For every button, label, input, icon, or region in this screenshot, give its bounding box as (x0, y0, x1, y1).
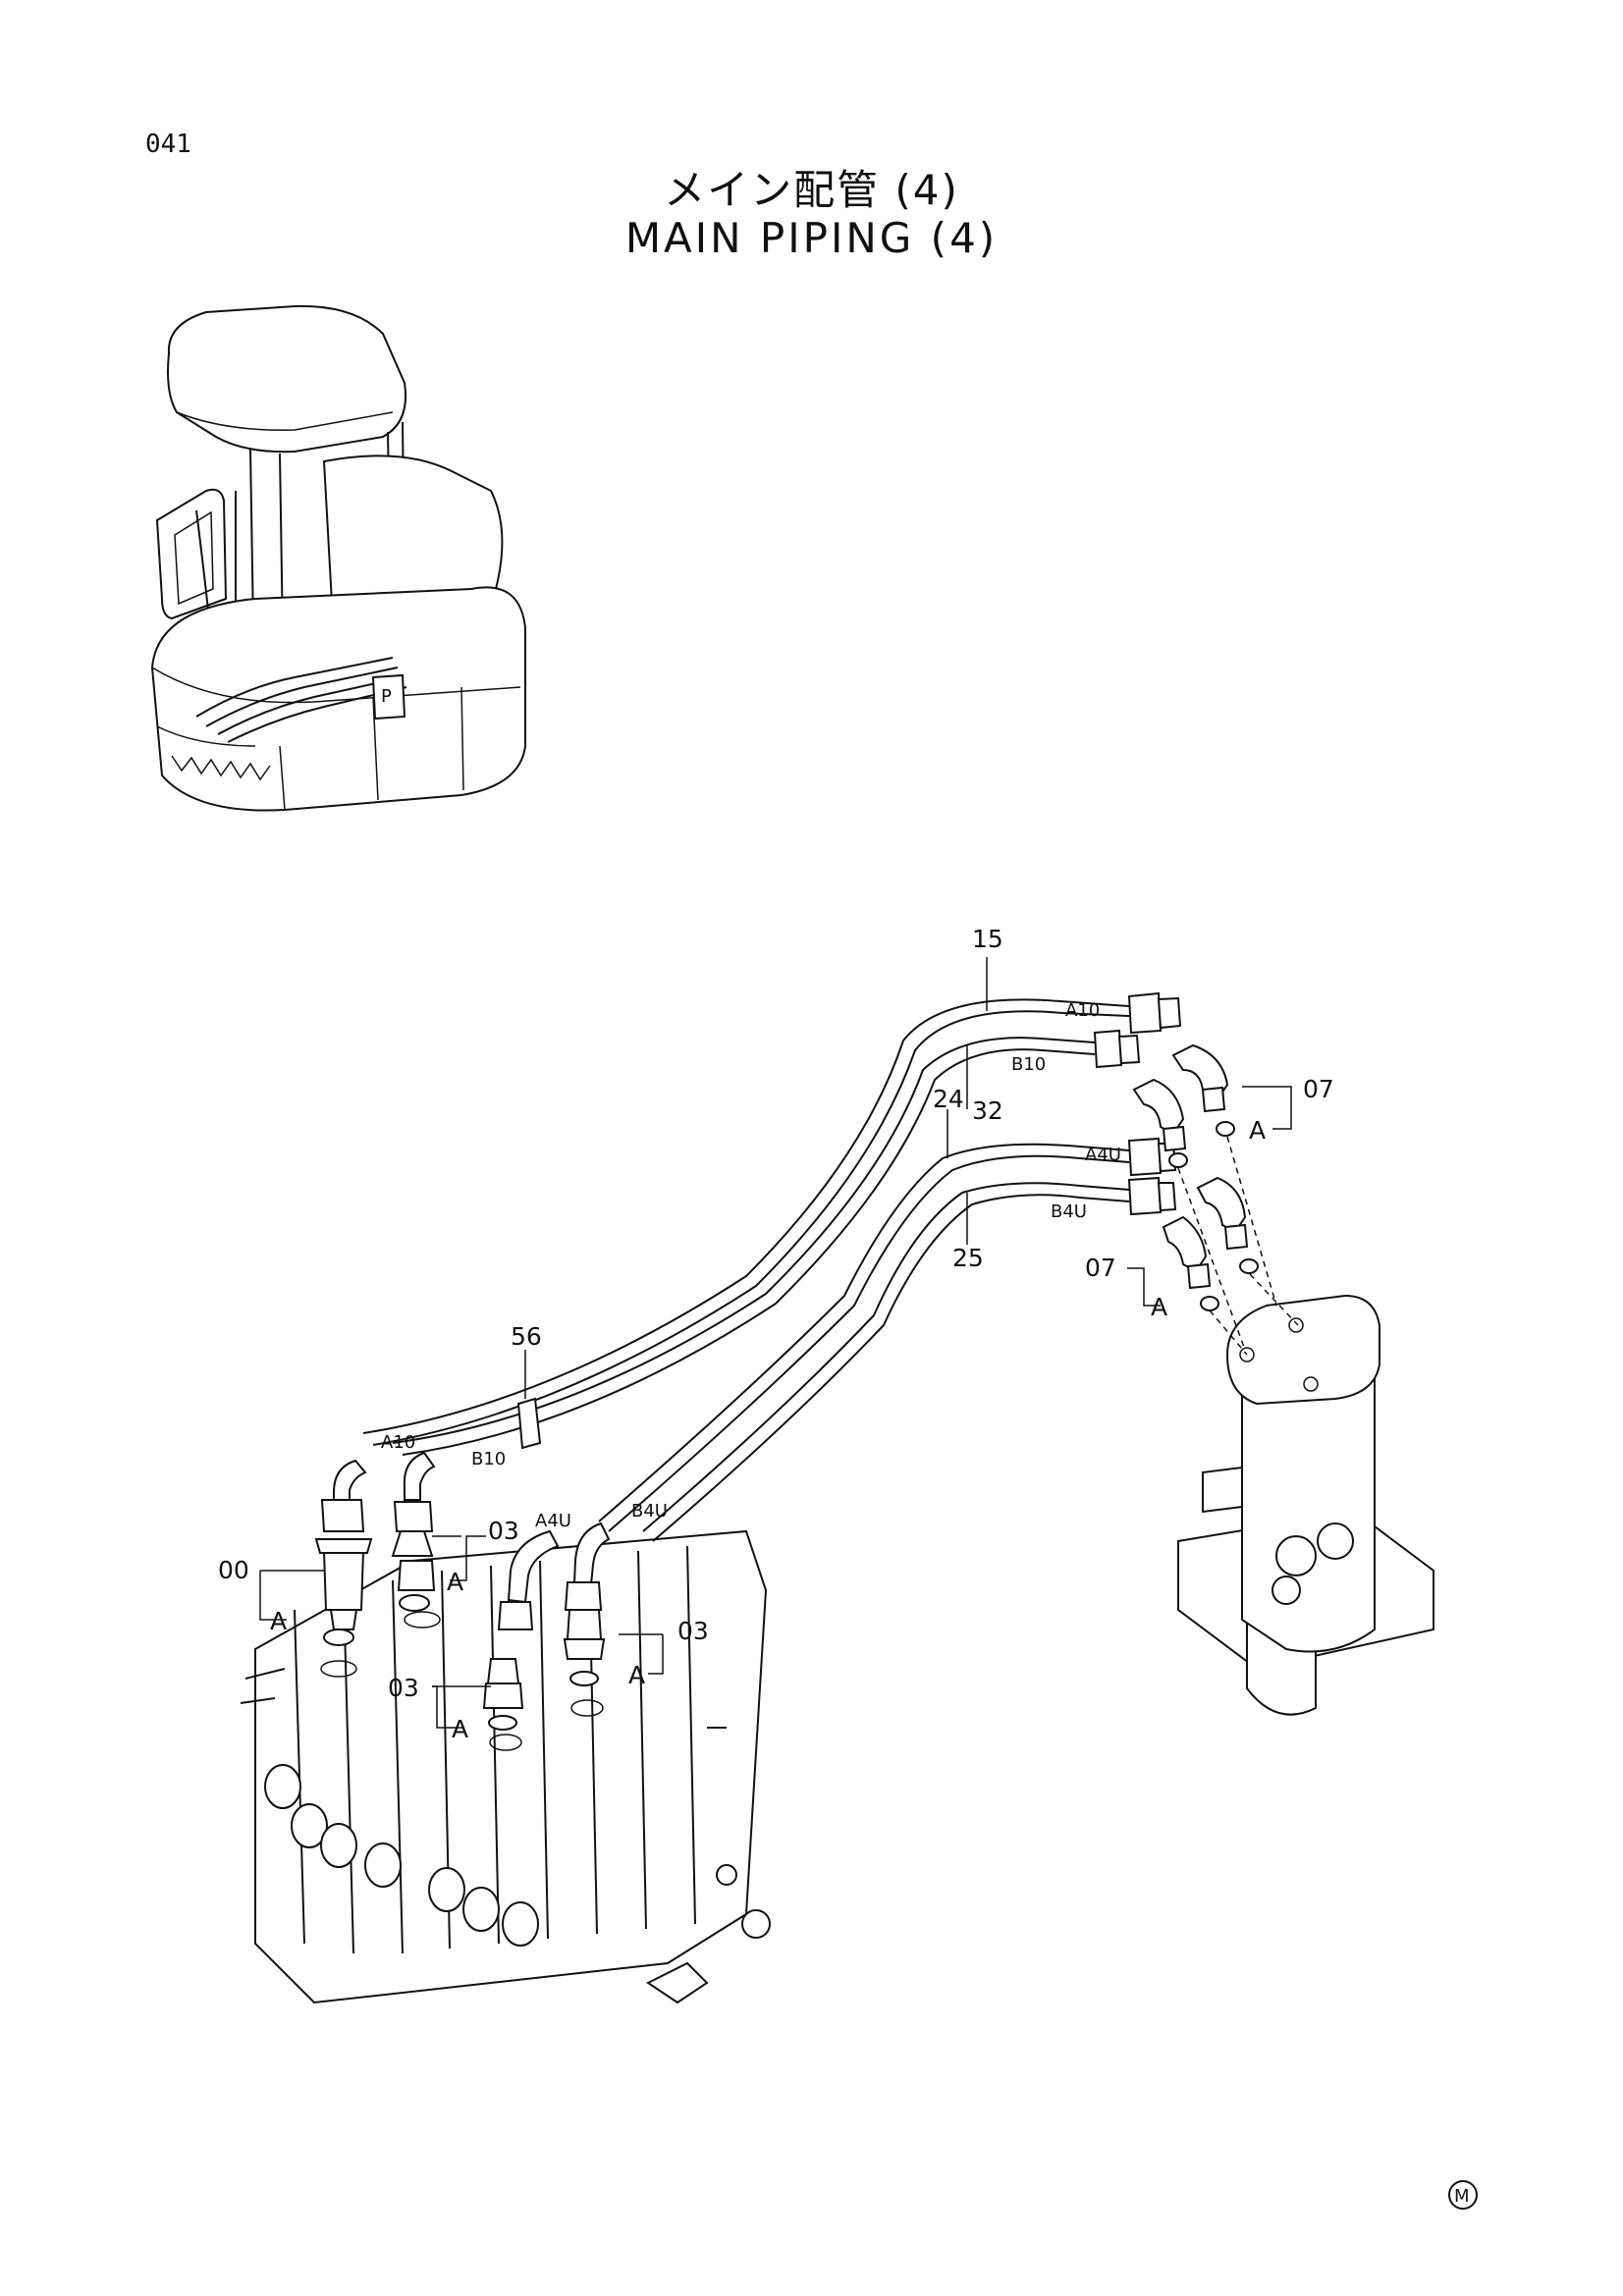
port-label-a10-top: A10 (1065, 1000, 1100, 1021)
swivel-fittings (1093, 991, 1299, 1356)
detail-ref-a-right: A (628, 1661, 645, 1689)
detail-ref-a-top: A (1249, 1116, 1266, 1145)
callout-24: 24 (933, 1085, 964, 1113)
page-title-english: MAIN PIPING (4) (624, 214, 999, 262)
manufacturer-mark: M (1448, 2180, 1478, 2210)
machine-overview-illustration: P (150, 304, 526, 812)
callout-03-right: 03 (677, 1617, 709, 1645)
page-number: 041 (145, 130, 191, 159)
swivel-joint (1177, 1294, 1434, 1716)
port-label-b4u-bottom: B4U (631, 1501, 668, 1522)
callout-56: 56 (511, 1322, 542, 1351)
callout-15: 15 (972, 925, 1003, 953)
svg-text:P: P (381, 686, 392, 707)
callout-03-lower: 03 (388, 1674, 419, 1702)
port-label-a4u-top: A4U (1085, 1145, 1121, 1165)
hose-clamp (516, 1397, 542, 1450)
control-valve (240, 1529, 771, 2004)
callout-00: 00 (218, 1556, 249, 1584)
callout-07-bottom: 07 (1085, 1254, 1116, 1282)
port-label-b10-bottom: B10 (471, 1449, 506, 1469)
valve-fittings (314, 1451, 611, 1731)
port-label-b4u-top: B4U (1051, 1201, 1087, 1222)
port-label-a4u-bottom: A4U (535, 1511, 571, 1531)
callout-25: 25 (952, 1244, 984, 1272)
callout-03-upper: 03 (488, 1517, 519, 1545)
detail-ref-a-upper: A (447, 1568, 463, 1596)
callout-32: 32 (972, 1096, 1003, 1125)
port-label-a10-bottom: A10 (381, 1432, 415, 1453)
callout-leaders (259, 957, 1292, 1729)
port-label-b10-top: B10 (1011, 1054, 1046, 1075)
detail-ref-a-swivel: A (1151, 1293, 1167, 1321)
detail-ref-a-lower: A (452, 1715, 468, 1743)
svg-text:M: M (1454, 2186, 1470, 2207)
page-title-japanese: メイン配管 (4) (664, 166, 959, 214)
detail-ref-a-left: A (270, 1607, 287, 1635)
callout-07-top: 07 (1303, 1075, 1334, 1103)
